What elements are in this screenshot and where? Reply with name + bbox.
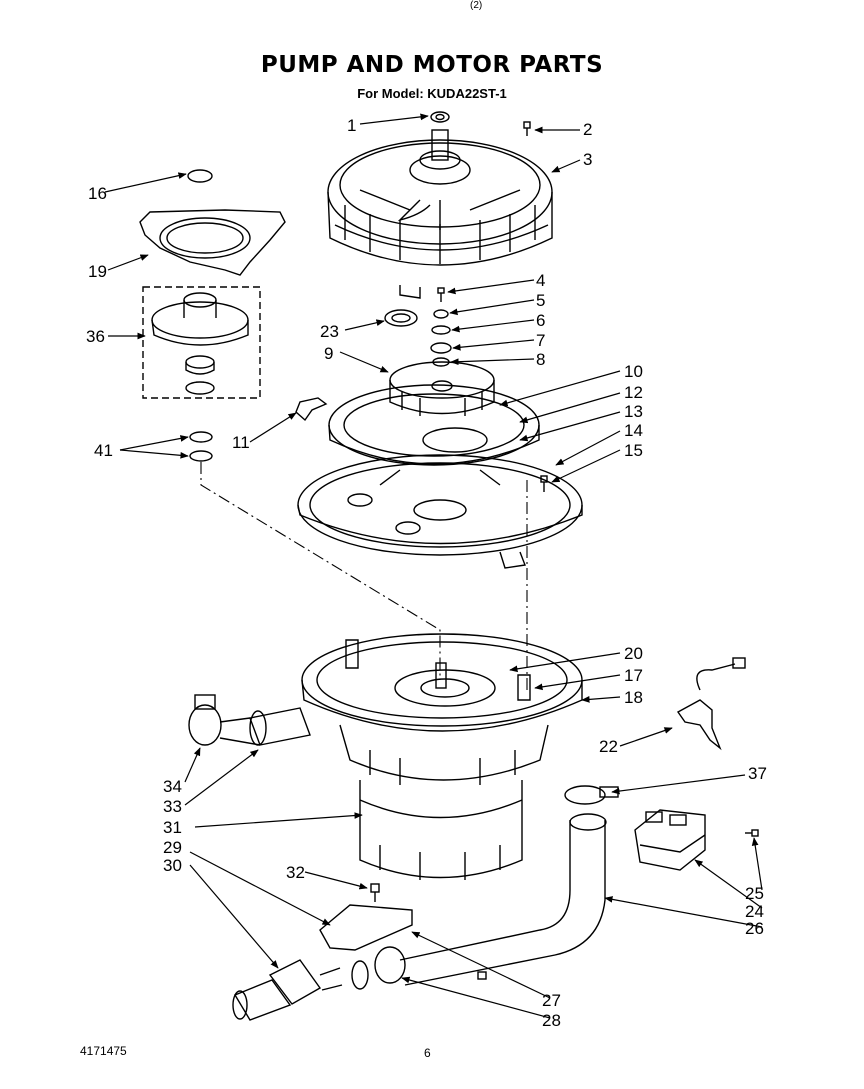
callout-31: 31 — [163, 818, 182, 837]
seal-assembly-36 — [142, 286, 261, 399]
washer-6 — [431, 325, 451, 335]
callout-4: 4 — [536, 271, 545, 290]
drain-hose-26 — [399, 813, 607, 986]
callout-41: 41 — [94, 441, 113, 460]
clamp-34 — [188, 694, 222, 746]
corner-mark: (2) — [470, 0, 483, 11]
callout-22: 22 — [599, 737, 618, 756]
inlet-fitting-30 — [232, 959, 343, 1021]
switch-24 — [634, 809, 706, 871]
nut-5 — [433, 309, 449, 319]
screw-32 — [370, 883, 380, 902]
washer-41a — [189, 431, 213, 443]
motor-lower-31 — [359, 780, 523, 880]
callout-28: 28 — [542, 1011, 561, 1030]
callout-29: 29 — [163, 838, 182, 857]
callout-10: 10 — [624, 362, 643, 381]
callout-2: 2 — [583, 120, 592, 139]
callout-1: 1 — [347, 116, 356, 135]
callout-12: 12 — [624, 383, 643, 402]
seal-23 — [384, 309, 418, 327]
motor-housing — [327, 129, 553, 299]
outlet-hose-33 — [219, 707, 311, 746]
callout-6: 6 — [536, 311, 545, 330]
document-number: 4171475 — [80, 1044, 127, 1058]
fitting-28 — [351, 946, 406, 990]
page-title: PUMP AND MOTOR PARTS — [260, 52, 604, 78]
screw-27 — [477, 971, 487, 980]
callout-30: 30 — [163, 856, 182, 875]
bracket-29 — [319, 904, 413, 951]
callout-26: 26 — [745, 919, 764, 938]
callout-33: 33 — [163, 797, 182, 816]
bracket-19 — [139, 209, 286, 276]
callout-15: 15 — [624, 441, 643, 460]
callout-20: 20 — [624, 644, 643, 663]
callout-16: 16 — [88, 184, 107, 203]
callout-24: 24 — [745, 902, 764, 921]
callout-19: 19 — [88, 262, 107, 281]
callout-3: 3 — [583, 150, 592, 169]
screw-2 — [523, 121, 531, 136]
callout-32: 32 — [286, 863, 305, 882]
washer-41b — [189, 450, 213, 462]
model-subtitle: For Model: KUDA22ST-1 — [357, 86, 507, 101]
callout-34: 34 — [163, 777, 182, 796]
callout-18: 18 — [624, 688, 643, 707]
screw-15 — [540, 475, 548, 492]
callout-25: 25 — [745, 884, 764, 903]
callout-36: 36 — [86, 327, 105, 346]
callout-13: 13 — [624, 402, 643, 421]
callout-7: 7 — [536, 331, 545, 350]
callout-11: 11 — [232, 433, 250, 452]
pump-cover-plate — [328, 384, 540, 466]
callout-17: 17 — [624, 666, 643, 685]
gasket-16 — [187, 169, 213, 183]
pump-base-plate — [297, 454, 583, 569]
bracket-22 — [676, 657, 746, 751]
callout-37: 37 — [748, 764, 767, 783]
clamp-37 — [564, 785, 619, 805]
pump-housing — [301, 633, 583, 785]
screw-25 — [745, 829, 759, 837]
callout-8: 8 — [536, 350, 545, 369]
washer-1 — [430, 111, 450, 123]
washer-7 — [430, 342, 452, 354]
callout-23: 23 — [320, 322, 339, 341]
page-number: 6 — [424, 1046, 431, 1060]
clip-11 — [295, 397, 328, 422]
screw-4 — [437, 287, 445, 302]
impeller-9 — [389, 361, 495, 416]
callout-9: 9 — [324, 344, 333, 363]
callout-5: 5 — [536, 291, 545, 310]
callout-27: 27 — [542, 991, 561, 1010]
callout-14: 14 — [624, 421, 643, 440]
